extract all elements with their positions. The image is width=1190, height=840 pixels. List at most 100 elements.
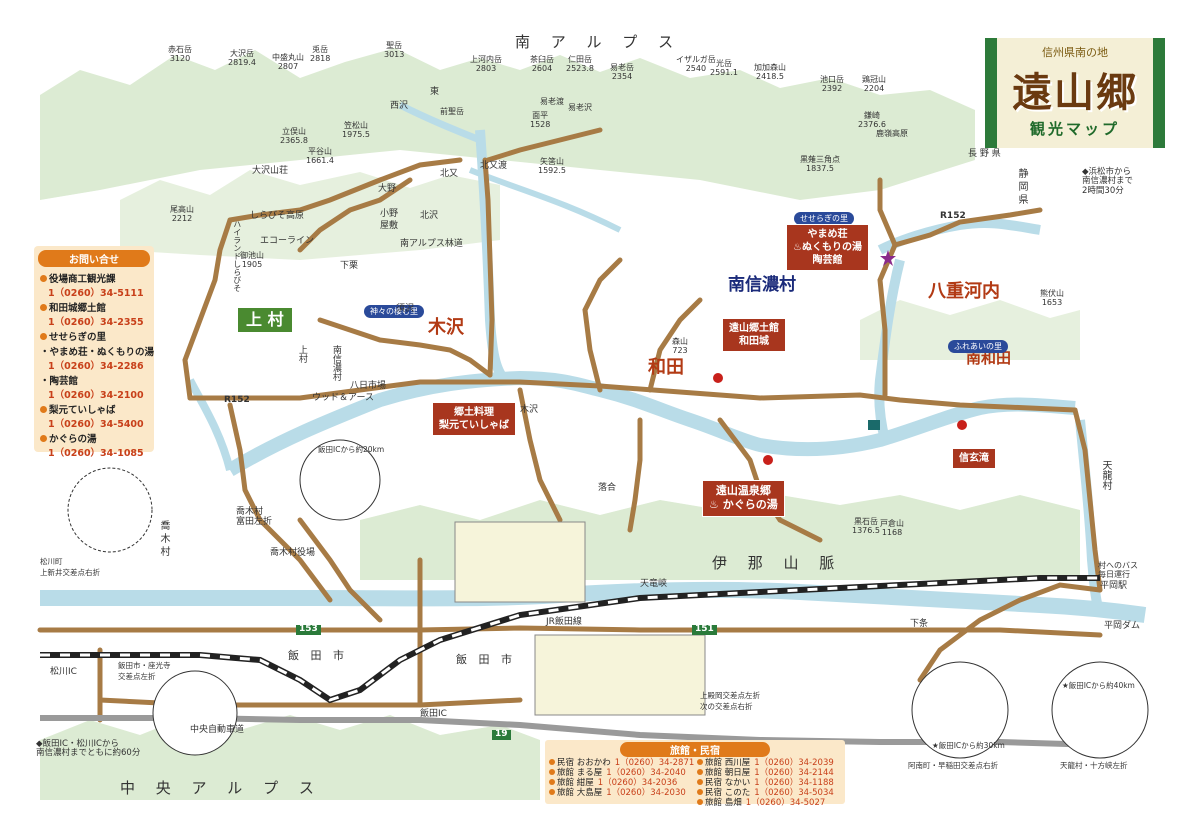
peak-elevation: 1661.4 <box>306 155 334 165</box>
peak-elevation: 2365.8 <box>280 135 308 145</box>
peak-name: 戸倉山 <box>880 519 904 528</box>
contact-item-name: ・やまめ荘・ぬくもりの湯 <box>34 344 154 358</box>
contact-item-phone[interactable]: 1（0260）34-2100 <box>48 390 144 401</box>
lodging-phone[interactable]: 1（0260）34-2871 <box>614 758 695 768</box>
place-yashiki: 屋敷 <box>380 221 399 231</box>
lodging-name: 旅館 まる屋 <box>557 768 603 778</box>
mountain-shading-mid <box>120 170 500 260</box>
road-kizawa <box>317 317 493 378</box>
city-iida: 飯 田 市 <box>456 653 516 666</box>
lodging-phone[interactable]: 1（0260）34-2036 <box>597 778 678 788</box>
road-north-kitamata <box>482 157 495 378</box>
spot-kyodokan[interactable]: 遠山郷土館 和田城 <box>722 318 786 352</box>
peak-elevation: 2803 <box>475 63 497 73</box>
spot-shingen[interactable]: 信玄滝 <box>952 448 996 469</box>
contact-item-name: 役場商工観光課 <box>34 271 154 285</box>
marker-kaguranoyu <box>763 455 773 465</box>
place-ochiai: 落合 <box>598 483 617 493</box>
note-iida-30km: ★飯田ICから約30km <box>932 741 1005 750</box>
label-minamishinano-v: 南信濃村 <box>330 345 341 381</box>
peak-elevation: 3013 <box>384 49 405 59</box>
place-nishizawa: 西沢 <box>390 101 409 111</box>
lodging-phone[interactable]: 1（0260）34-2040 <box>606 768 686 778</box>
place-shimojo: 下条 <box>910 619 929 629</box>
peak-name: 黒石岳 <box>854 517 878 526</box>
inset-matsukawa <box>67 467 153 553</box>
place-shirabiso: しらびそ高原 <box>250 211 305 221</box>
lodging-phone[interactable]: 1（0260）34-2039 <box>754 758 834 768</box>
road-wada-north <box>582 257 623 393</box>
note-anan: 阿南町・早稲田交差点右折 <box>908 761 998 770</box>
lodging-phone[interactable]: 1（0260）34-2144 <box>754 768 834 778</box>
peak-name: 池口岳 <box>820 75 844 84</box>
contact-name-text: 役場商工観光課 <box>49 274 116 285</box>
note-tomita: 喬木村 富田左折 <box>236 507 273 527</box>
village-yaegochi: 八重河内 <box>928 281 1000 302</box>
region-chuo-alps: 中 央 ア ル プ ス <box>120 779 322 797</box>
note-matsukawa: 松川町 上新井交差点右折 <box>40 557 100 577</box>
peak-name: 兎岳 <box>312 45 329 54</box>
contact-item-phone[interactable]: 1（0260）34-1085 <box>48 448 144 459</box>
peak-label: 易老沢 <box>568 103 592 113</box>
region-minami-alps: 南 ア ル プ ス <box>515 33 682 51</box>
place-suwa: 須沢 <box>396 304 415 314</box>
peak-name: 聖岳 <box>386 41 403 50</box>
peak-name: 熊伏山 <box>1040 289 1064 298</box>
contact-item-phone[interactable]: 1（0260）34-5111 <box>48 288 144 299</box>
title-tagline: 観光マップ <box>1029 120 1120 138</box>
lodging-phone[interactable]: 1（0260）34-2030 <box>606 788 686 798</box>
lodging-name: 旅館 大島屋 <box>557 788 603 798</box>
note-iida-shi: 飯田市・座光寺 交差点左折 <box>118 661 171 681</box>
contact-item-phone[interactable]: 1（0260）34-2286 <box>48 361 144 372</box>
contact-item-name: ・陶芸館 <box>34 373 154 387</box>
contact-item-phone[interactable]: 1（0260）34-5400 <box>48 419 144 430</box>
bullet-icon <box>549 779 555 785</box>
lodging-phone[interactable]: 1（0260）34-5027 <box>745 798 826 808</box>
peak-name: 矢筈山 <box>540 157 564 166</box>
river-nishizawa <box>398 101 482 144</box>
route-153: 153 <box>296 624 321 635</box>
village-kizawa: 木沢 <box>428 317 464 338</box>
place-higashi: 東 <box>430 87 440 97</box>
spot-teishaba[interactable]: 郷土料理 梨元ていしゃば <box>432 402 516 436</box>
lodging-phone[interactable]: 1（0260）34-1188 <box>754 778 834 788</box>
peak-elevation: 1592.5 <box>538 165 566 175</box>
peak-elevation: 1653 <box>1041 297 1063 307</box>
spot-yamame[interactable]: やまめ荘 ♨ぬくもりの湯 陶芸館 <box>786 224 869 271</box>
place-oosawa: 大沢山荘 <box>252 166 289 176</box>
road-tenryu <box>1072 407 1103 593</box>
peak-elevation: 2354 <box>611 71 633 81</box>
place-kitasawa: 北沢 <box>420 211 439 221</box>
river-kamimura <box>186 378 234 471</box>
contact-item-name: せせらぎの里 <box>34 329 154 343</box>
place-kitamata: 北又渡 <box>480 161 508 171</box>
spot-kaguranoyu[interactable]: 遠山温泉郷 ♨ かぐらの湯 <box>702 480 785 517</box>
place-highland: ハイランドしらびそ <box>232 220 242 292</box>
lodging-phone[interactable]: 1（0260）34-5034 <box>754 788 834 798</box>
peak-name: 易老岳 <box>610 63 634 72</box>
route-r152-east: R152 <box>940 211 966 221</box>
peak-name: 加加森山 <box>754 63 786 72</box>
peak-name: 易老沢 <box>568 103 592 112</box>
contact-item-phone[interactable]: 1（0260）34-2355 <box>48 317 144 328</box>
bullet-icon <box>697 799 703 805</box>
lodging-name: 旅館 朝日屋 <box>705 768 751 778</box>
place-takagi-office: 喬木村役場 <box>270 548 316 558</box>
inset-tenryu <box>1051 661 1149 759</box>
road-kitasawa-east <box>485 127 603 163</box>
